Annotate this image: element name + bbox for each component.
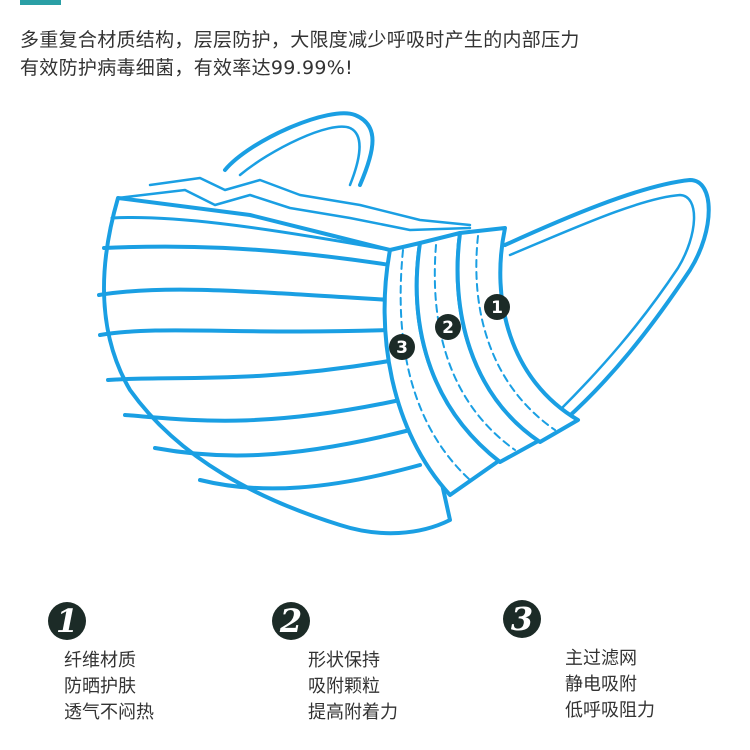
accent-bar: [20, 0, 61, 5]
feature-2-line: 吸附颗粒: [308, 676, 380, 697]
feature-3-line: 静电吸附: [565, 674, 637, 695]
top-pleat-edge: [148, 176, 472, 227]
layer-marker-3: [389, 334, 415, 360]
feature-1-line: 纤维材质: [64, 650, 136, 671]
feature-2-line: 形状保持: [308, 650, 380, 671]
feature-2-line: 提高附着力: [308, 702, 398, 723]
feature-3-badge: 3: [503, 600, 541, 638]
ear-loop: [223, 111, 711, 422]
feature-3: 3 主过滤网 静电吸附 低呼吸阻力: [503, 600, 655, 724]
intro-line-1: 多重复合材质结构，层层防护，大限度减少呼吸时产生的内部压力: [20, 29, 580, 51]
svg-text:2: 2: [442, 318, 454, 338]
feature-1: 1 纤维材质 防晒护肤 透气不闷热: [48, 602, 154, 726]
feature-1-line: 透气不闷热: [64, 702, 154, 723]
feature-3-line: 主过滤网: [565, 648, 637, 669]
mask-body-outline: [102, 196, 452, 536]
svg-text:1: 1: [491, 298, 503, 318]
layer-markers: 1 2 3: [389, 294, 510, 360]
svg-text:3: 3: [396, 338, 408, 358]
intro-text: 多重复合材质结构，层层防护，大限度减少呼吸时产生的内部压力 有效防护病毒细菌，有…: [20, 26, 580, 82]
feature-3-line: 低呼吸阻力: [565, 700, 655, 721]
feature-1-line: 防晒护肤: [64, 676, 136, 697]
layer-marker-1: [484, 294, 510, 320]
layer-marker-2: [435, 314, 461, 340]
intro-line-2: 有效防护病毒细菌，有效率达99.99%!: [20, 57, 354, 79]
layer-1: [455, 226, 580, 444]
ear-loop-inner: [238, 125, 696, 412]
feature-2: 2 形状保持 吸附颗粒 提高附着力: [272, 602, 398, 726]
feature-1-badge: 1: [48, 602, 86, 640]
feature-2-badge: 2: [272, 602, 310, 640]
mask-layer-diagram: 1 2 3: [97, 111, 711, 536]
